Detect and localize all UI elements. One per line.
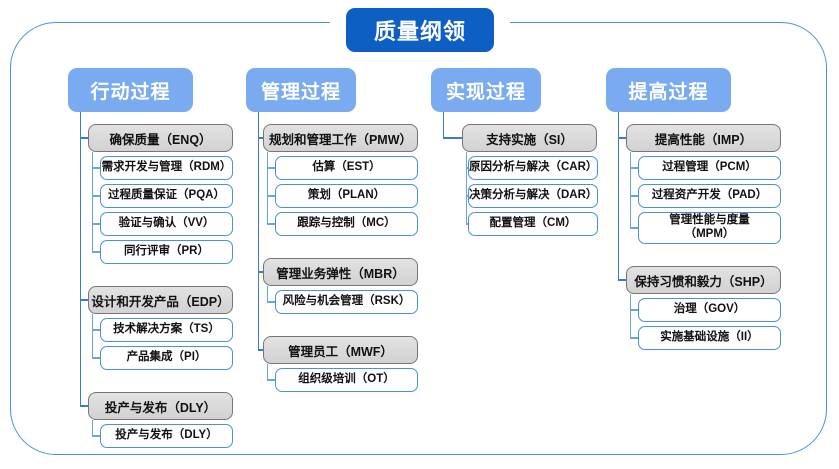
connector-group-spine — [267, 286, 269, 302]
leaf-box[interactable]: 过程资产开发（PAD） — [638, 184, 781, 208]
group-box[interactable]: 管理员工（MWF） — [263, 336, 418, 364]
connector-group-to-leaf — [267, 167, 275, 169]
root-title[interactable]: 质量纲领 — [346, 8, 494, 52]
leaf-box[interactable]: 估算（EST） — [275, 156, 418, 180]
column-header-3[interactable]: 实现过程 — [431, 68, 541, 112]
leaf-box[interactable]: 需求开发与管理（RDM） — [100, 156, 233, 180]
connector-group-to-leaf — [630, 309, 638, 311]
group-box[interactable]: 投产与发布（DLY） — [88, 392, 233, 420]
leaf-box[interactable]: 风险与机会管理（RSK） — [275, 290, 418, 314]
connector-trunk-to-group — [80, 137, 88, 139]
connector-column-trunk — [443, 112, 445, 138]
connector-group-spine — [267, 152, 269, 224]
leaf-box[interactable]: 实施基础设施（II） — [638, 326, 781, 350]
leaf-box[interactable]: 技术解决方案（TS） — [100, 318, 233, 342]
group-box[interactable]: 提高性能（IMP） — [626, 124, 781, 152]
column-header-4[interactable]: 提高过程 — [606, 68, 731, 112]
leaf-box[interactable]: 管理性能与度量（MPM） — [638, 212, 781, 244]
leaf-box[interactable]: 原因分析与解决（CAR） — [468, 156, 598, 180]
connector-group-spine — [92, 152, 94, 252]
leaf-box[interactable]: 跟踪与控制（MC） — [275, 212, 418, 236]
connector-group-to-leaf — [267, 379, 275, 381]
connector-group-to-leaf — [92, 435, 100, 437]
connector-group-to-leaf — [92, 251, 100, 253]
leaf-box[interactable]: 组织级培训（OT） — [275, 368, 418, 392]
connector-column-trunk — [618, 112, 620, 280]
group-box[interactable]: 确保质量（ENQ） — [88, 124, 233, 152]
connector-group-spine — [466, 152, 468, 224]
leaf-box[interactable]: 策划（PLAN） — [275, 184, 418, 208]
connector-trunk-to-group — [80, 299, 88, 301]
leaf-box[interactable]: 产品集成（PI） — [100, 346, 233, 370]
connector-group-to-leaf — [267, 223, 275, 225]
leaf-box[interactable]: 过程管理（PCM） — [638, 156, 781, 180]
connector-trunk-to-group — [618, 137, 626, 139]
connector-group-to-leaf — [92, 167, 100, 169]
connector-trunk-to-group — [258, 137, 263, 139]
connector-group-to-leaf — [92, 223, 100, 225]
connector-group-to-leaf — [630, 167, 638, 169]
connector-column-trunk — [258, 112, 260, 350]
group-box[interactable]: 支持实施（SI） — [462, 124, 597, 152]
connector-group-to-leaf — [92, 357, 100, 359]
connector-group-to-leaf — [267, 195, 275, 197]
connector-column-trunk — [80, 112, 82, 406]
connector-trunk-to-group — [258, 349, 263, 351]
group-box[interactable]: 管理业务弹性（MBR） — [263, 258, 418, 286]
connector-group-to-leaf — [630, 227, 638, 229]
connector-group-to-leaf — [92, 329, 100, 331]
connector-group-spine — [92, 314, 94, 358]
connector-group-spine — [630, 294, 632, 338]
connector-trunk-to-group — [618, 279, 626, 281]
column-header-2[interactable]: 管理过程 — [246, 68, 356, 112]
connector-group-to-leaf — [630, 195, 638, 197]
leaf-box[interactable]: 投产与发布（DLY） — [100, 424, 233, 448]
leaf-box[interactable]: 同行评审（PR） — [100, 240, 233, 264]
column-header-1[interactable]: 行动过程 — [68, 68, 193, 112]
connector-group-to-leaf — [267, 301, 275, 303]
group-box[interactable]: 保持习惯和毅力（SHP） — [626, 266, 781, 294]
group-box[interactable]: 设计和开发产品（EDP） — [88, 286, 233, 314]
connector-trunk-to-group — [258, 271, 263, 273]
connector-group-spine — [92, 420, 94, 436]
leaf-box[interactable]: 决策分析与解决（DAR） — [468, 184, 598, 208]
leaf-box[interactable]: 验证与确认（VV） — [100, 212, 233, 236]
leaf-box[interactable]: 治理（GOV） — [638, 298, 781, 322]
leaf-box[interactable]: 配置管理（CM） — [468, 212, 598, 236]
leaf-box[interactable]: 过程质量保证（PQA） — [100, 184, 233, 208]
connector-group-to-leaf — [630, 337, 638, 339]
group-box[interactable]: 规划和管理工作（PMW） — [263, 124, 418, 152]
connector-group-to-leaf — [92, 195, 100, 197]
connector-group-spine — [630, 152, 632, 228]
connector-trunk-to-group — [80, 405, 88, 407]
connector-group-spine — [267, 364, 269, 380]
connector-trunk-to-group — [443, 137, 462, 139]
